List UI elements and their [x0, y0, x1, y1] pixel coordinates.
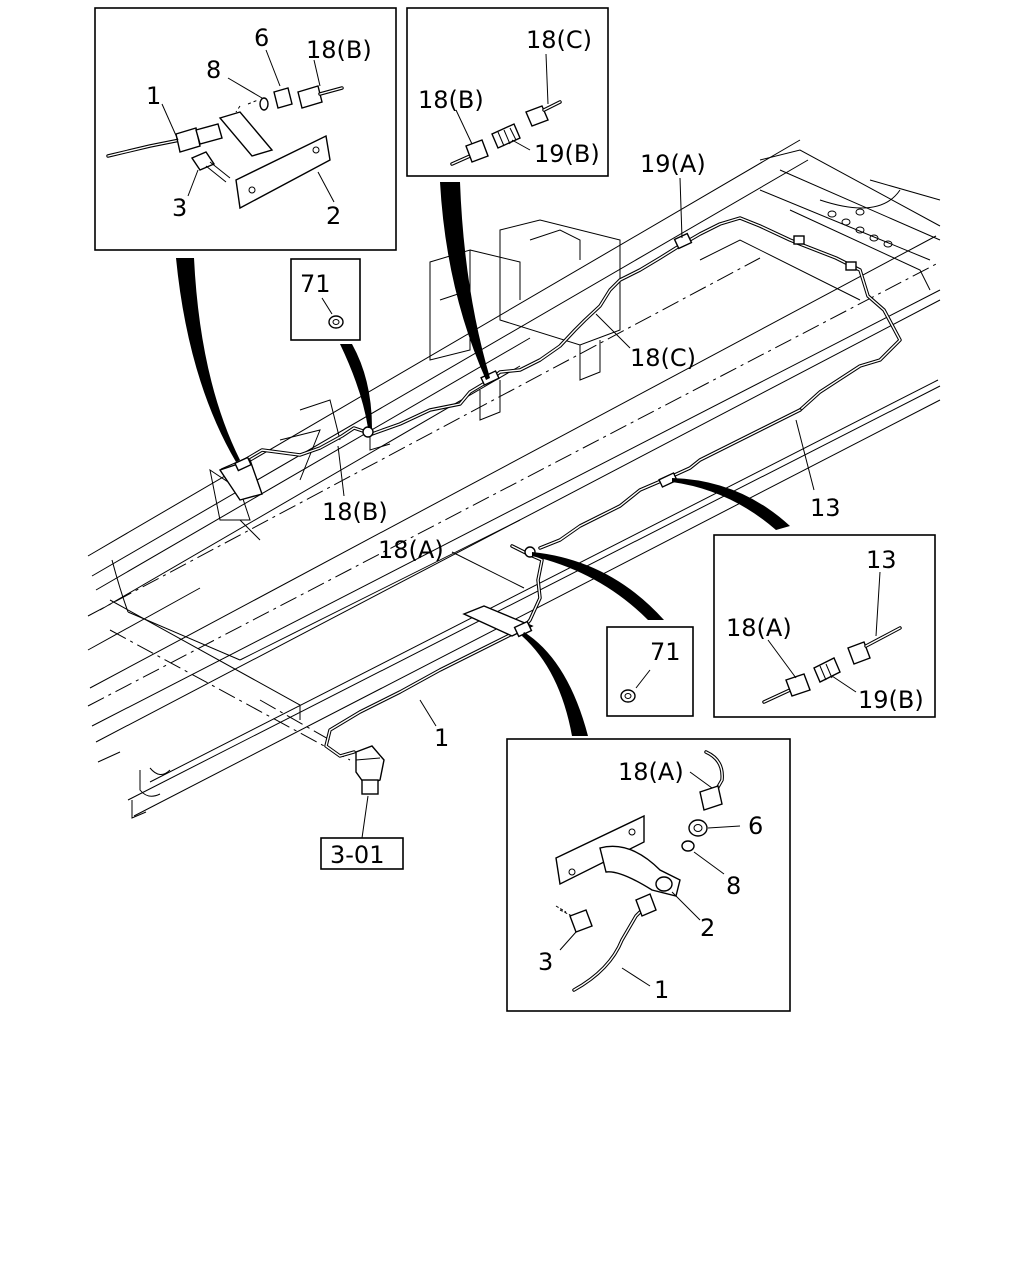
label-box6-3: 3	[538, 948, 553, 976]
detail-box-bracket-upper	[94, 7, 397, 251]
main-leaders	[337, 177, 815, 839]
label-main-18c: 18(C)	[630, 344, 696, 372]
pipe-18a	[510, 544, 544, 632]
reference-label[interactable]: 3-01	[330, 841, 384, 869]
detail-box-bracket-lower	[506, 738, 791, 1012]
reference-box	[320, 837, 404, 870]
label-box5-19b: 19(B)	[858, 686, 924, 714]
label-box1-1: 1	[146, 82, 161, 110]
detail-box-joint-18c	[406, 7, 609, 177]
valve-icon	[355, 745, 385, 795]
label-box4-71: 71	[650, 638, 681, 666]
chassis-frame	[87, 139, 941, 819]
detail-box-grommet-lower	[606, 626, 694, 717]
frame-holes	[827, 208, 893, 248]
label-box3-71: 71	[300, 270, 331, 298]
detail-box-grommet-upper	[290, 258, 361, 341]
label-box2-19b: 19(B)	[534, 140, 600, 168]
part-labels: 1 8 6 18(B) 3 2 18(C) 18(B) 19(B) 71 19(…	[146, 24, 924, 1004]
label-box6-1: 1	[654, 976, 669, 1004]
label-box6-2: 2	[700, 914, 715, 942]
label-box1-2: 2	[326, 202, 341, 230]
label-box5-13: 13	[866, 546, 897, 574]
label-main-18a: 18(A)	[378, 536, 444, 564]
label-box2-18b: 18(B)	[418, 86, 484, 114]
label-box6-8: 8	[726, 872, 741, 900]
pipe-1-main	[324, 628, 522, 758]
label-main-1: 1	[434, 724, 449, 752]
pipe-joints	[234, 232, 857, 638]
label-main-19a: 19(A)	[640, 150, 706, 178]
label-box6-6: 6	[748, 812, 763, 840]
label-box1-6: 6	[254, 24, 269, 52]
label-box1-3: 3	[172, 194, 187, 222]
label-box5-18a: 18(A)	[726, 614, 792, 642]
detail-box-joint-13	[713, 534, 936, 718]
label-main-18b: 18(B)	[322, 498, 388, 526]
label-box2-18c: 18(C)	[526, 26, 592, 54]
label-box1-18b: 18(B)	[306, 36, 372, 64]
label-box1-8: 8	[206, 56, 221, 84]
label-main-13: 13	[810, 494, 841, 522]
label-box6-18a: 18(A)	[618, 758, 684, 786]
callout-pointers	[176, 182, 790, 736]
